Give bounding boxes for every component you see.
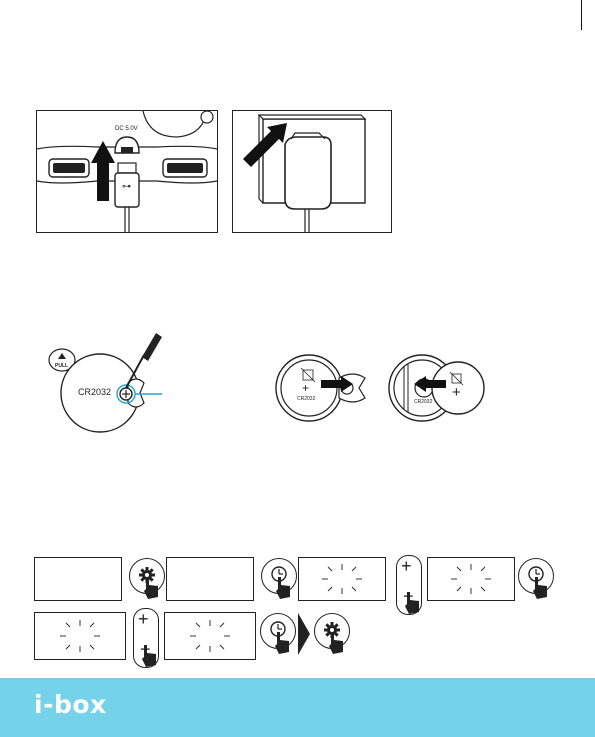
next-step-arrow-icon <box>298 613 310 660</box>
battery-removal-illustration: PULL CR2032 <box>40 333 170 443</box>
settings-button[interactable] <box>314 613 350 649</box>
lcd-display-blank <box>166 557 254 601</box>
lcd-display-flashing <box>427 557 515 601</box>
plus-button-label: + <box>138 609 149 630</box>
flashing-indicator-icon <box>299 558 385 600</box>
battery-compartment-drawing <box>275 352 367 424</box>
battery-insert-drawing <box>386 352 486 424</box>
flashing-indicator-icon <box>428 558 514 600</box>
pointing-hand-icon <box>327 632 345 659</box>
battery-insert-illustration: − CR2032 + <box>386 352 486 424</box>
battery-plus-sign: + <box>302 381 309 395</box>
clock-button[interactable] <box>261 558 297 594</box>
pointing-hand-icon <box>403 592 421 619</box>
new-battery-plus-sign: + <box>452 384 461 401</box>
pointing-hand-icon <box>531 577 549 604</box>
crop-mark <box>581 0 582 30</box>
lcd-display-blank <box>34 557 122 601</box>
usb-icon: ⊶ <box>122 181 131 192</box>
clock-button[interactable] <box>518 558 554 594</box>
flashing-indicator-icon <box>165 613 255 659</box>
brand-logo: i-box <box>34 690 107 719</box>
lcd-display-flashing <box>164 612 256 660</box>
pointing-hand-icon <box>273 632 291 659</box>
wall-adapter-illustration <box>232 110 392 233</box>
pointing-hand-icon <box>274 577 292 604</box>
battery-type-small: CR2032 <box>414 399 432 405</box>
pointing-hand-icon <box>142 577 160 604</box>
plus-minus-button[interactable]: + − <box>133 608 159 668</box>
battery-type-label: CR2032 <box>78 387 111 397</box>
pull-tab-label: PULL <box>55 363 68 369</box>
plus-minus-button[interactable]: + − <box>396 555 422 615</box>
usb-connection-illustration: DC 5.0V ⊶ <box>36 110 218 233</box>
wall-outlet-drawing <box>233 111 391 232</box>
flashing-indicator-icon <box>35 613 125 659</box>
battery-type-small: CR2032 <box>297 396 315 402</box>
battery-minus-sign: − <box>419 380 426 394</box>
dc-voltage-label: DC 5.0V <box>115 126 138 132</box>
lcd-display-flashing <box>34 612 126 660</box>
battery-open-illustration: + CR2032 <box>275 352 367 424</box>
settings-button[interactable] <box>129 558 165 594</box>
clock-button[interactable] <box>260 613 296 649</box>
lcd-display-flashing <box>298 557 386 601</box>
pointing-hand-icon <box>140 645 158 672</box>
plus-button-label: + <box>401 556 412 577</box>
